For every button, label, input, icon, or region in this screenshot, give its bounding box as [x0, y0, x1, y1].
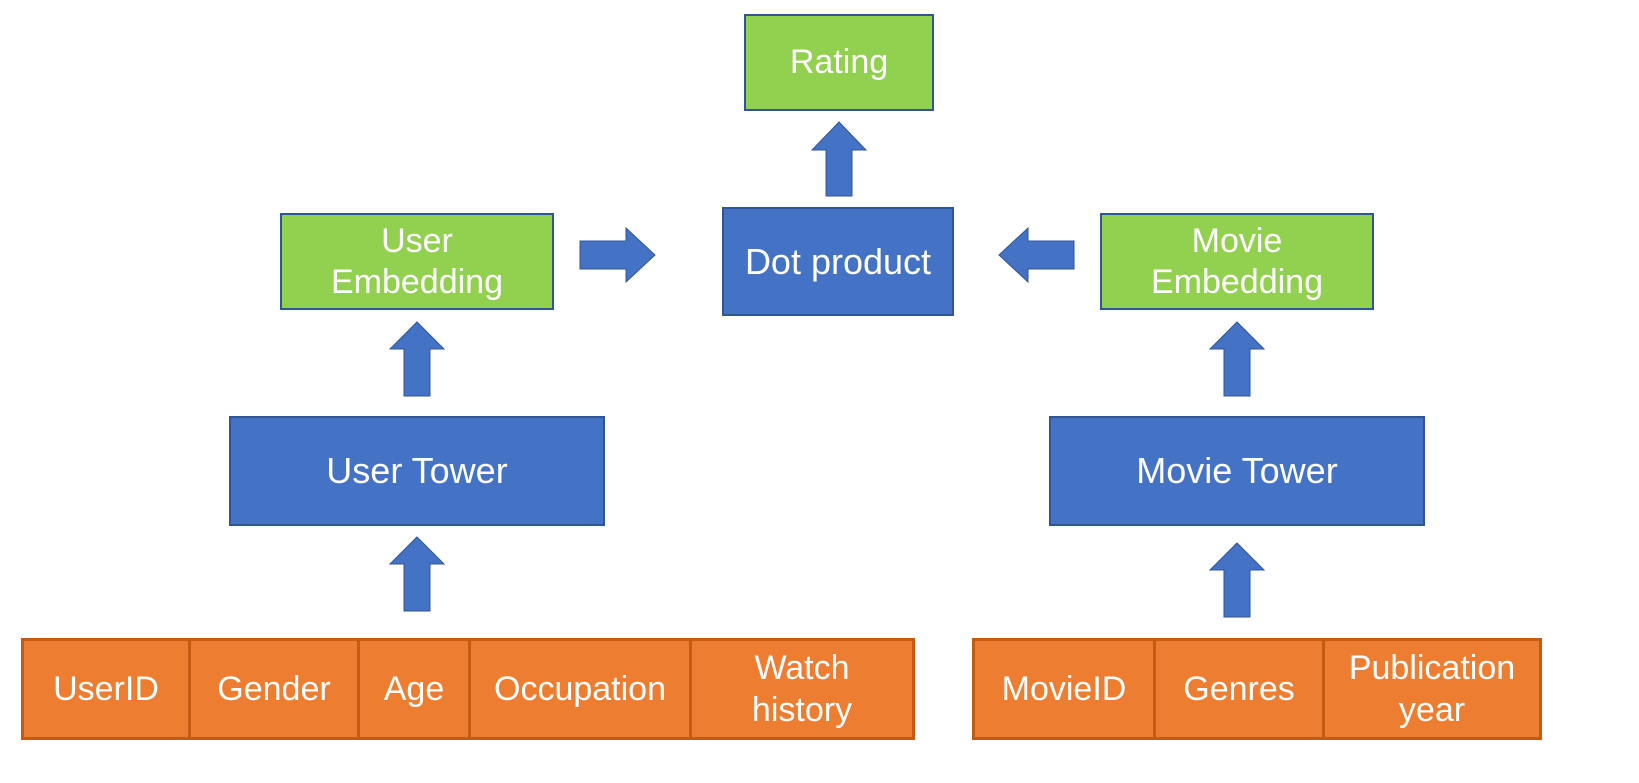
dot-product-label: Dot product — [744, 240, 932, 282]
user-tower-label: User Tower — [326, 450, 508, 492]
arrow-up-to-rating — [810, 121, 868, 197]
dot-product-node: Dot product — [722, 207, 954, 316]
movie-feature-cell: Publication year — [1322, 638, 1542, 740]
arrow-right-to-dot-product — [579, 226, 656, 284]
user-feature-cell: Watch history — [689, 638, 915, 740]
movie-feature-label: MovieID — [1001, 669, 1127, 708]
user-feature-label: Gender — [217, 669, 331, 708]
user-feature-label: Occupation — [494, 669, 666, 708]
movie-feature-label: Publication year — [1348, 648, 1516, 730]
rating-label: Rating — [789, 43, 889, 82]
movie-tower-node: Movie Tower — [1049, 416, 1425, 526]
user-feature-cell: Gender — [188, 638, 360, 740]
movie-tower-label: Movie Tower — [1136, 450, 1338, 492]
user-embedding-label: User Embedding — [330, 221, 503, 301]
movie-embedding-node: Movie Embedding — [1100, 213, 1374, 310]
arrow-up-to-movie-embedding — [1208, 321, 1266, 397]
user-feature-label: UserID — [53, 669, 159, 708]
arrow-up-to-user-embedding — [388, 321, 446, 397]
user-feature-cell: UserID — [21, 638, 191, 740]
arrow-left-to-dot-product — [998, 226, 1075, 284]
user-feature-label: Age — [383, 669, 445, 708]
user-feature-cell: Occupation — [468, 638, 692, 740]
rating-node: Rating — [744, 14, 934, 111]
arrow-up-to-movie-tower — [1208, 542, 1266, 618]
movie-feature-cell: MovieID — [972, 638, 1156, 740]
arrow-up-to-user-tower — [388, 536, 446, 612]
user-embedding-node: User Embedding — [280, 213, 554, 310]
movie-embedding-label: Movie Embedding — [1150, 221, 1323, 301]
user-tower-node: User Tower — [229, 416, 605, 526]
movie-feature-label: Genres — [1183, 669, 1295, 708]
user-feature-label: Watch history — [751, 648, 853, 730]
